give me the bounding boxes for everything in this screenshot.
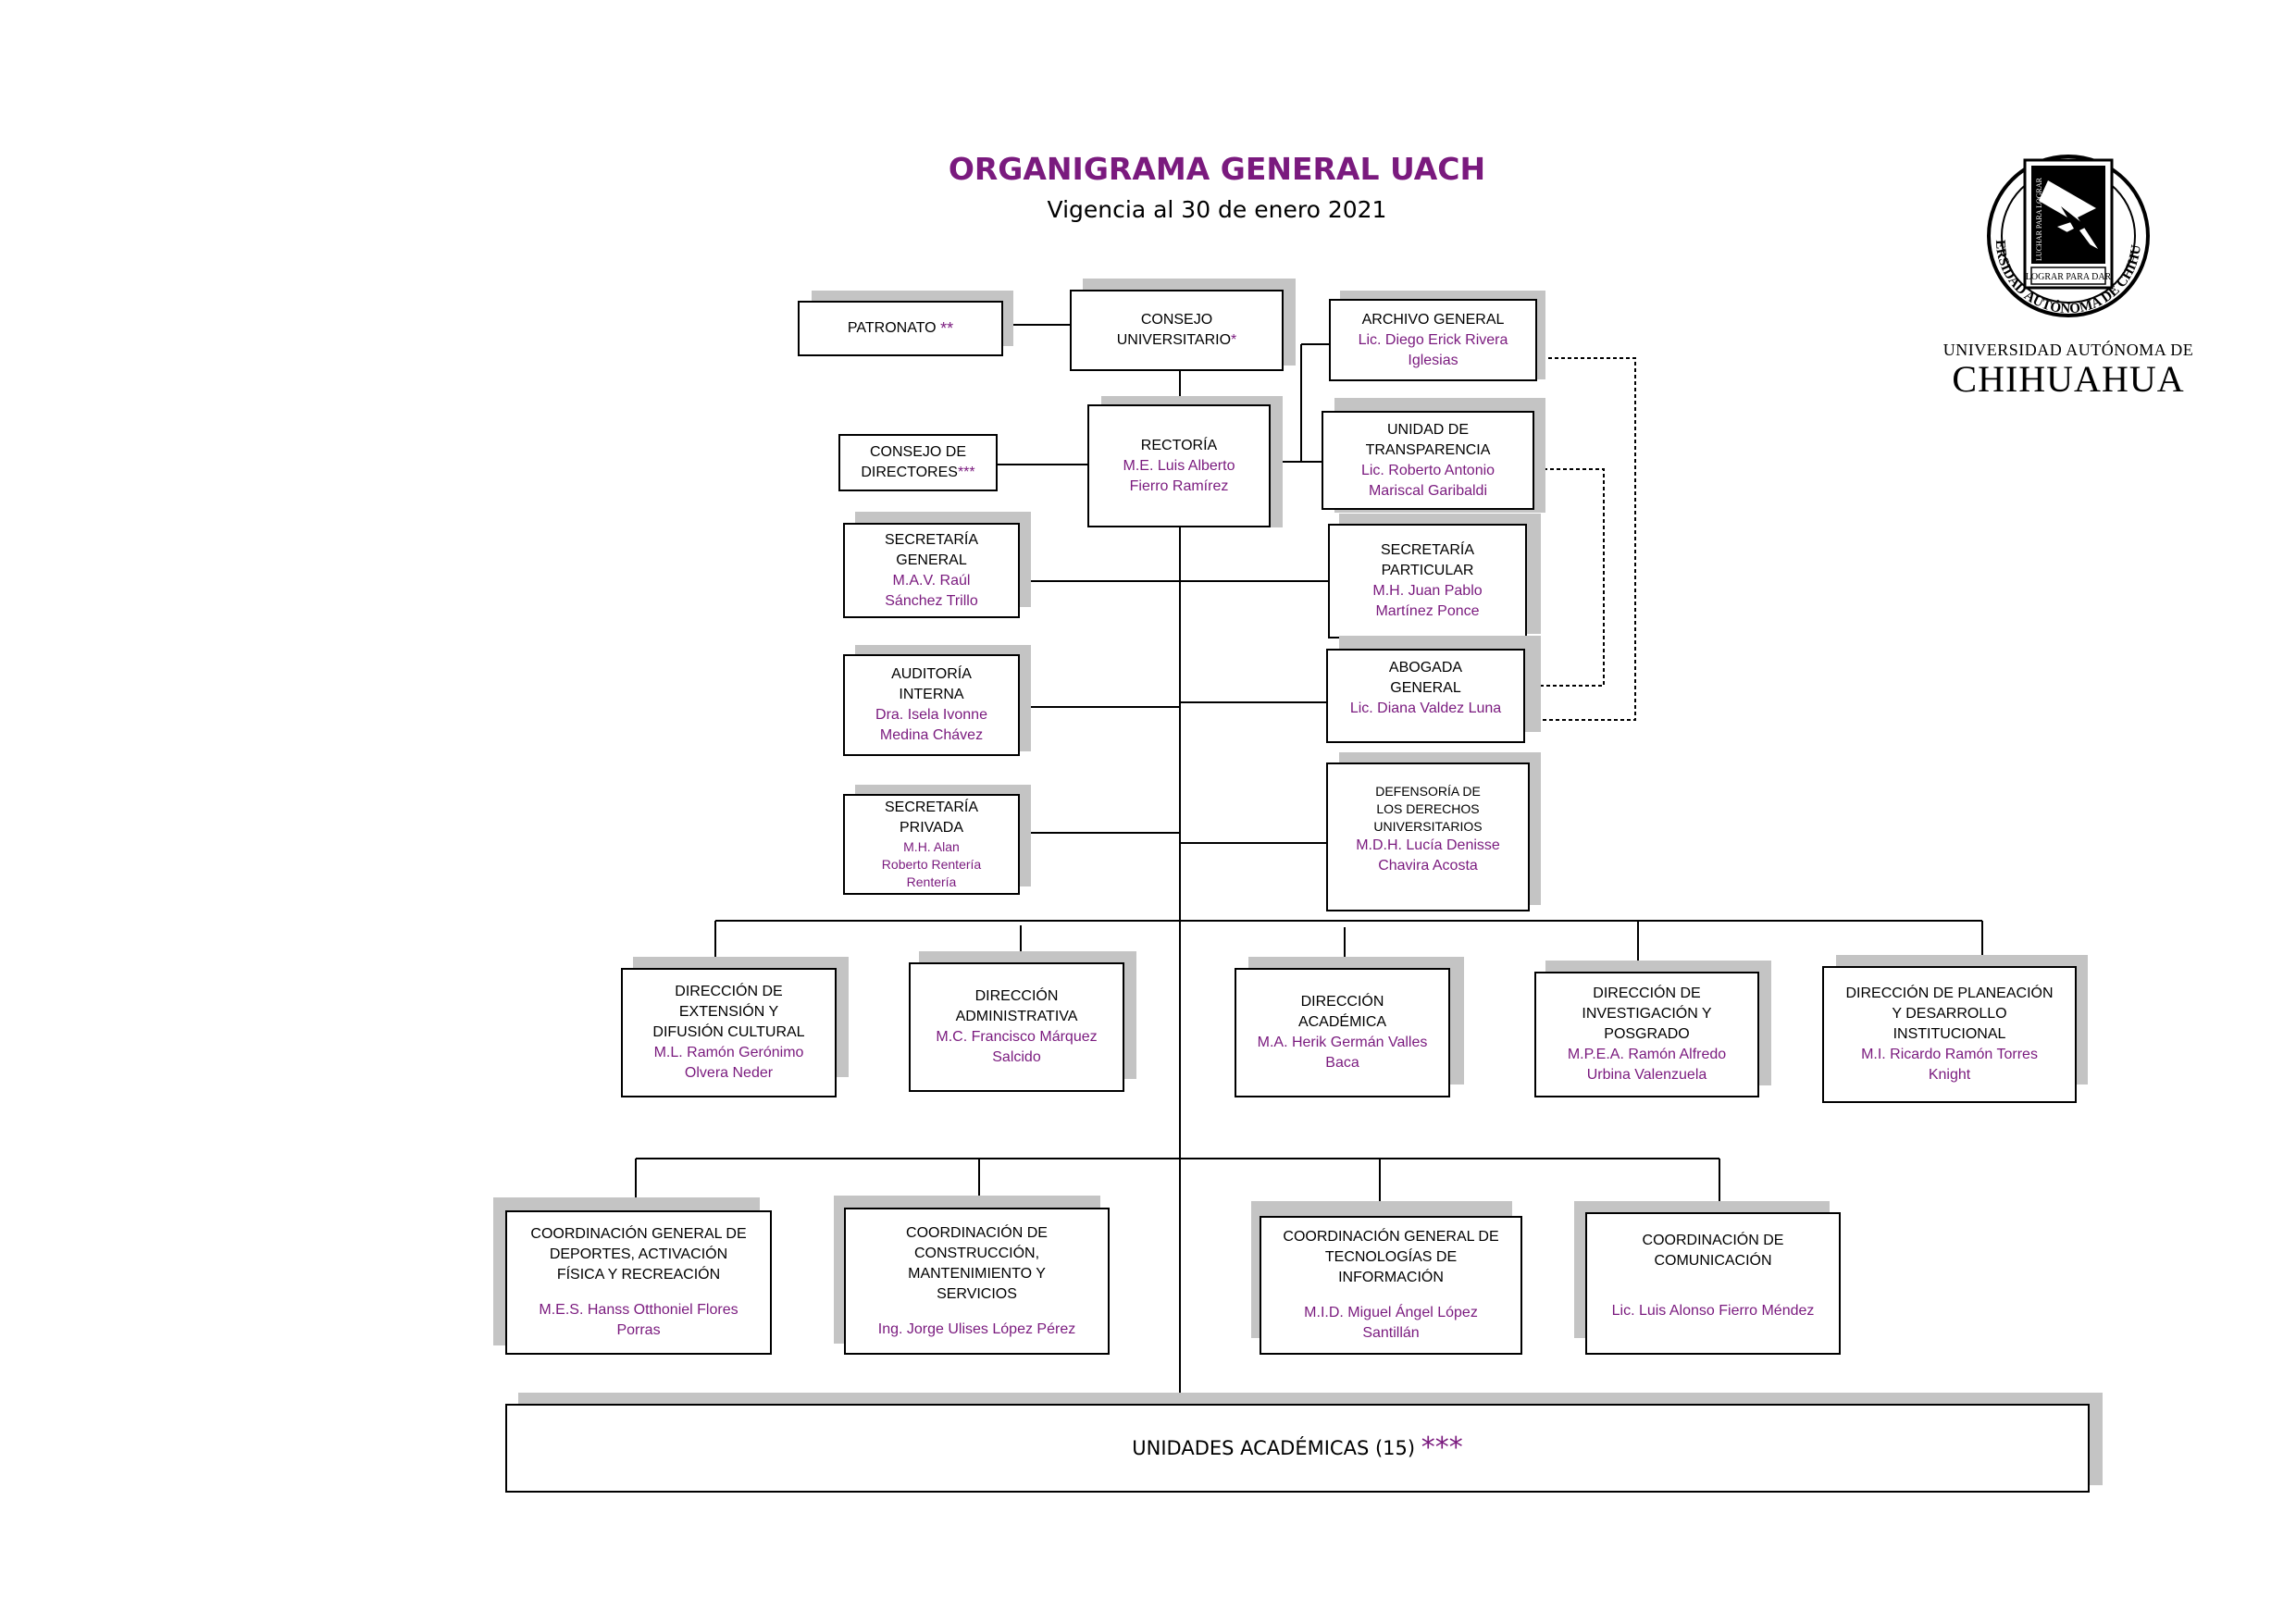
secretaria-privada-box: SECRETARÍA PRIVADA M.H. Alan Roberto Ren… [843, 794, 1020, 895]
defensoria-box: DEFENSORÍA DE LOS DERECHOS UNIVERSITARIO… [1326, 762, 1530, 911]
direccion-administrativa-box: DIRECCIÓN ADMINISTRATIVA M.C. Francisco … [909, 962, 1124, 1092]
secretaria-particular-box: SECRETARÍA PARTICULAR M.H. Juan Pablo Ma… [1328, 524, 1527, 638]
transparencia-box: UNIDAD DE TRANSPARENCIA Lic. Roberto Ant… [1322, 411, 1534, 510]
logo-line1: UNIVERSIDAD AUTÓNOMA DE [1942, 341, 2194, 359]
secretaria-general-box: SECRETARÍA GENERAL M.A.V. Raúl Sánchez T… [843, 523, 1020, 618]
seal-banner-text: LOGRAR PARA DAR [2026, 272, 2112, 282]
coordinacion-deportes-box: COORDINACIÓN GENERAL DE DEPORTES, ACTIVA… [505, 1210, 772, 1355]
patronato-box: PATRONATO ** [798, 301, 1003, 356]
coordinacion-construccion-box: COORDINACIÓN DE CONSTRUCCIÓN, MANTENIMIE… [844, 1208, 1110, 1355]
seal-book-text: LUCHAR PARA LOGRAR [2035, 177, 2043, 261]
chart-subtitle: Vigencia al 30 de enero 2021 [1047, 196, 1387, 223]
archivo-general-box: ARCHIVO GENERAL Lic. Diego Erick Rivera … [1329, 299, 1537, 381]
direccion-academica-box: DIRECCIÓN ACADÉMICA M.A. Herik Germán Va… [1235, 968, 1450, 1097]
unidades-academicas-box: UNIDADES ACADÉMICAS (15) *** [505, 1404, 2090, 1493]
coordinacion-tecnologias-box: COORDINACIÓN GENERAL DE TECNOLOGÍAS DE I… [1260, 1216, 1522, 1355]
chart-title: ORGANIGRAMA GENERAL UACH [948, 151, 1486, 187]
uach-seal-icon: UNIVERSIDAD AUTÓNOMA DE CHIHUAHUA LOGRAR… [1933, 142, 2150, 317]
direccion-investigacion-box: DIRECCIÓN DE INVESTIGACIÓN Y POSGRADO M.… [1534, 972, 1759, 1097]
auditoria-interna-box: AUDITORÍA INTERNA Dra. Isela Ivonne Medi… [843, 654, 1020, 756]
coordinacion-comunicacion-box: COORDINACIÓN DE COMUNICACIÓN Lic. Luis A… [1585, 1212, 1841, 1355]
direccion-planeacion-box: DIRECCIÓN DE PLANEACIÓN Y DESARROLLO INS… [1822, 966, 2077, 1103]
uach-logo: UNIVERSIDAD AUTÓNOMA DE CHIHUAHUA LOGRAR… [1933, 142, 2198, 403]
logo-line2: CHIHUAHUA [1952, 358, 2185, 400]
abogada-general-box: ABOGADA GENERAL Lic. Diana Valdez Luna [1326, 649, 1525, 743]
consejo-universitario-box: CONSEJO UNIVERSITARIO* [1070, 290, 1284, 371]
rectoria-box: RECTORÍA M.E. Luis Alberto Fierro Ramíre… [1087, 404, 1271, 527]
direccion-extension-box: DIRECCIÓN DE EXTENSIÓN Y DIFUSIÓN CULTUR… [621, 968, 837, 1097]
consejo-directores-box: CONSEJO DE DIRECTORES*** [838, 434, 998, 491]
